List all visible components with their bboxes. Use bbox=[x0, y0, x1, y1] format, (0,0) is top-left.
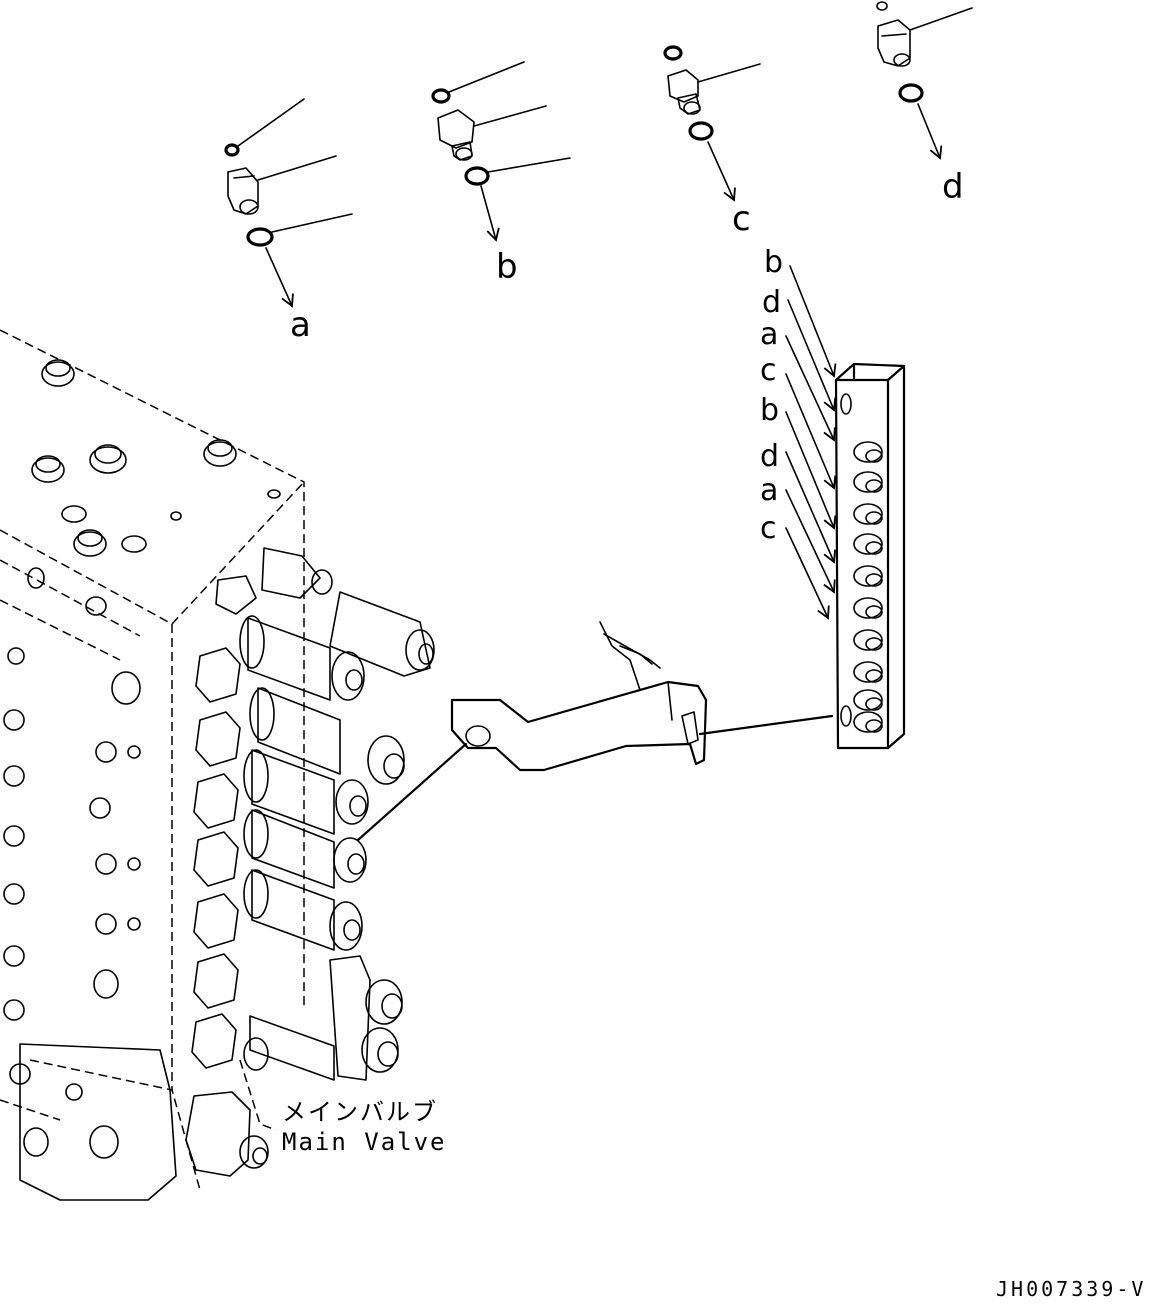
adapter-fitting-a bbox=[227, 167, 259, 215]
solenoid-valve bbox=[243, 869, 363, 951]
bracket-leader-line bbox=[356, 742, 468, 842]
arrow-b bbox=[480, 185, 500, 242]
o-ring-c bbox=[688, 121, 714, 141]
small-o-ring-b bbox=[431, 88, 451, 104]
plug-cap bbox=[31, 455, 65, 483]
port-arrow bbox=[785, 411, 837, 530]
port-label-column: b d a c b d a c bbox=[760, 245, 837, 620]
pilot-manifold-block bbox=[834, 362, 906, 750]
label-d: d bbox=[942, 167, 964, 207]
label-b: b bbox=[496, 247, 518, 287]
arrow-c bbox=[707, 141, 736, 202]
small-o-ring-c bbox=[663, 45, 683, 61]
solenoid-valve bbox=[249, 687, 405, 785]
small-o-ring-a bbox=[224, 143, 240, 157]
port-arrow bbox=[785, 489, 836, 594]
leader-line bbox=[909, 7, 973, 31]
adapter-fitting-b bbox=[437, 109, 475, 161]
plug-cap bbox=[73, 529, 107, 557]
main-valve-body bbox=[0, 329, 305, 1201]
arrow-a bbox=[265, 247, 294, 308]
plug-cap bbox=[89, 444, 127, 474]
leader-line bbox=[237, 98, 305, 147]
port-arrow bbox=[789, 265, 837, 378]
port-arrow bbox=[785, 373, 837, 490]
leader-line bbox=[697, 63, 761, 83]
adapter-fitting-c bbox=[667, 69, 701, 115]
hex-nut-column bbox=[191, 647, 241, 1069]
o-ring-a bbox=[246, 227, 274, 247]
manifold-ports bbox=[853, 441, 883, 733]
port-label: b bbox=[760, 393, 779, 428]
port-arrow bbox=[785, 451, 836, 564]
o-ring-d bbox=[898, 83, 924, 103]
leader-line bbox=[448, 61, 525, 93]
caption-japanese: メインバルブ bbox=[282, 1098, 438, 1126]
label-c: c bbox=[732, 199, 751, 239]
solenoid-valve bbox=[243, 749, 369, 835]
drawing-code: JH007339-V bbox=[996, 1277, 1146, 1301]
fitting-group-d: d bbox=[876, 1, 973, 207]
port-label: a bbox=[760, 473, 778, 508]
mount-leader-line bbox=[698, 714, 834, 736]
side-fittings bbox=[3, 647, 31, 1085]
arrow-d bbox=[917, 103, 943, 160]
leader-line bbox=[271, 213, 353, 233]
port-label: c bbox=[760, 511, 777, 546]
port-label: c bbox=[760, 353, 777, 388]
leader-line bbox=[257, 155, 337, 181]
label-a: a bbox=[290, 305, 311, 345]
solenoid-valve bbox=[243, 809, 367, 889]
leader-line bbox=[487, 157, 571, 173]
caption-english: Main Valve bbox=[282, 1128, 447, 1156]
fitting-group-c: c bbox=[663, 45, 761, 239]
solenoid-valve bbox=[249, 955, 403, 1081]
solenoid-valve-stack bbox=[185, 547, 435, 1177]
o-ring-b bbox=[464, 166, 490, 186]
port-label: d bbox=[760, 439, 779, 474]
plug-cap bbox=[41, 359, 75, 387]
port-arrow bbox=[787, 299, 837, 412]
fitting-group-b: b bbox=[431, 61, 571, 287]
adapter-fitting-d bbox=[877, 19, 911, 67]
fitting-group-a: a bbox=[224, 98, 353, 345]
leader-line bbox=[473, 105, 547, 127]
solenoid-valve bbox=[239, 615, 365, 701]
mounting-bracket bbox=[450, 621, 708, 772]
plug-cap bbox=[203, 439, 237, 467]
port-label: b bbox=[764, 245, 783, 280]
port-label: d bbox=[762, 285, 781, 320]
port-label: a bbox=[760, 317, 778, 352]
small-o-ring-d bbox=[876, 1, 888, 11]
port-arrow bbox=[785, 335, 836, 442]
port-arrow bbox=[785, 527, 830, 620]
